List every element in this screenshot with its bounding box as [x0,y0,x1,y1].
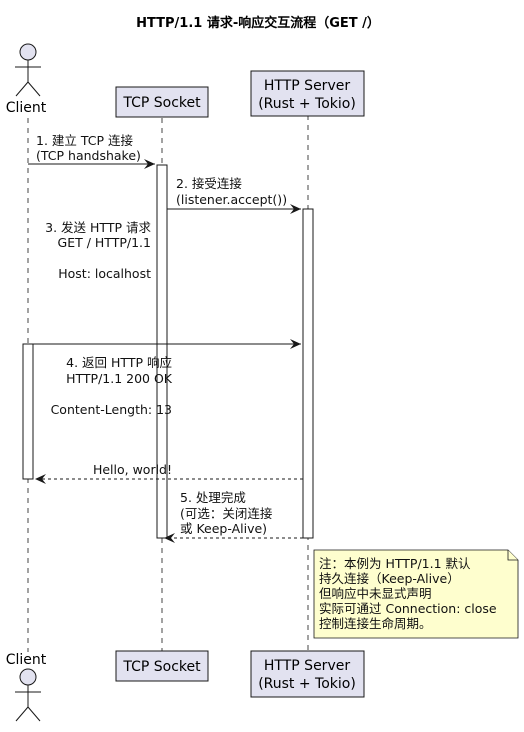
message-2-line-2: (listener.accept()) [176,192,287,207]
diagram-title: HTTP/1.1 请求-响应交互流程（GET /） [136,15,380,31]
socket-label-top: TCP Socket [122,95,201,111]
message-2-line-1: 2. 接受连接 [176,176,242,191]
note-line-5: 控制连接生命周期。 [319,616,432,631]
message-5-line-1: 5. 处理完成 [180,490,246,505]
client-activation [22,343,34,480]
message-3-line-4: Host: localhost [58,266,151,281]
message-3: 3. 发送 HTTP 请求 GET / HTTP/1.1 Host: local… [28,220,301,349]
note-line-4: 实际可通过 Connection: close [319,601,497,616]
message-5-line-3: 或 Keep-Alive) [180,521,267,536]
server-label-bottom-line1: HTTP Server [264,658,350,674]
server-activation [302,208,314,539]
note-line-1: 注：本例为 HTTP/1.1 默认 [319,556,471,571]
note: 注：本例为 HTTP/1.1 默认 持久连接（Keep-Alive） 但响应中未… [313,549,519,639]
socket-box-bottom: TCP Socket [115,650,209,682]
server-label-top-line2: (Rust + Tokio) [258,96,356,112]
message-4: 4. 返回 HTTP 响应 HTTP/1.1 200 OK Content-Le… [35,355,303,484]
note-line-2: 持久连接（Keep-Alive） [319,571,460,586]
message-4-arrowhead [35,474,46,484]
message-1-arrowhead [144,159,155,169]
message-2: 2. 接受连接 (listener.accept()) [167,176,301,214]
socket-box-top: TCP Socket [115,86,209,118]
message-3-line-2: GET / HTTP/1.1 [58,235,151,250]
message-1-line-2: (TCP handshake) [36,148,141,163]
client-actor-bottom: Client [6,652,47,722]
note-box [313,549,519,639]
message-4-line-2: HTTP/1.1 200 OK [66,371,173,386]
message-2-arrowhead [290,204,301,214]
message-5-arrowhead [164,533,175,543]
socket-activation [156,164,168,539]
socket-label-bottom: TCP Socket [122,659,201,675]
message-1: 1. 建立 TCP 连接 (TCP handshake) [28,133,155,169]
message-4-line-1: 4. 返回 HTTP 响应 [66,355,172,370]
note-fold [507,550,518,561]
message-4-line-7: Hello, world! [93,462,172,477]
message-4-line-4: Content-Length: 13 [51,402,172,417]
server-label-top-line1: HTTP Server [264,78,350,94]
client-actor-top: Client [6,43,47,116]
server-box-bottom: HTTP Server (Rust + Tokio) [250,650,365,698]
message-5: 5. 处理完成 (可选：关闭连接 或 Keep-Alive) [164,490,303,543]
server-label-bottom-line2: (Rust + Tokio) [258,676,356,692]
message-1-line-1: 1. 建立 TCP 连接 [36,133,134,148]
client-label-top: Client [6,100,47,116]
note-line-3: 但响应中未显式声明 [319,586,432,601]
server-box-top: HTTP Server (Rust + Tokio) [250,70,365,117]
message-3-arrowhead [290,339,301,349]
message-5-line-2: (可选：关闭连接 [180,506,273,521]
message-3-line-1: 3. 发送 HTTP 请求 [45,220,151,235]
client-label-bottom: Client [6,652,47,668]
